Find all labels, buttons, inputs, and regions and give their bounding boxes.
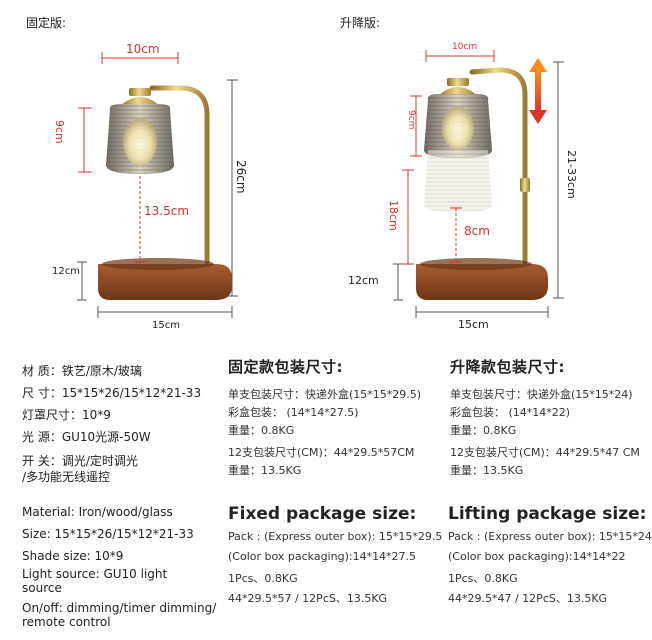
lift-pack-en-title: Lifting package size: <box>448 504 647 524</box>
spec-en-light-1: Light source: GU10 light <box>22 567 168 581</box>
lift-pack-cn-line: 单支包装尺寸：快递外盒(15*15*24) <box>450 388 633 401</box>
lift-pack-en: Lifting package size: Pack : (Express ou… <box>448 504 652 606</box>
lift-pack-en-line: 1Pcs、0.8KG <box>448 572 518 585</box>
fixed-pack-en-line: 44*29.5*57 / 12PcS、13.5KG <box>228 592 388 605</box>
spec-en: Material: Iron/wood/glass Size: 15*15*26… <box>22 505 216 629</box>
lift-dim-lift: 18cm <box>387 200 400 231</box>
fixed-pack-cn-line: 重量：13.5KG <box>228 464 302 477</box>
fixed-dim-inner: 13.5cm <box>144 204 190 218</box>
lift-pack-cn-title: 升降款包装尺寸: <box>450 358 565 376</box>
fixed-pack-en: Fixed package size: Pack : (Express oute… <box>228 504 442 606</box>
lift-pack-cn-line: 彩盒包装： (14*14*22) <box>450 406 571 419</box>
lift-dim-base-width: 15cm <box>458 318 489 331</box>
fixed-version-label: 固定版: <box>26 16 67 30</box>
fixed-dim-width: 10cm <box>126 42 160 56</box>
lift-dim-width: 10cm <box>452 42 478 52</box>
spec-en-onoff-1: On/off: dimming/timer dimming/ <box>22 601 217 615</box>
fixed-lamp-illustration <box>77 52 238 318</box>
lift-pack-cn: 升降款包装尺寸: 单支包装尺寸：快递外盒(15*15*24) 彩盒包装： (14… <box>450 356 640 478</box>
lift-pack-en-line: Pack : (Express outer box): 15*15*24 <box>448 530 652 543</box>
spec-cn: 材 质：铁艺/原木/玻璃 尺 寸：15*15*26/15*12*21-33 灯罩… <box>22 362 201 485</box>
fixed-pack-cn-line: 重量：0.8KG <box>228 424 295 437</box>
lift-arrow-icon <box>529 58 547 124</box>
spec-cn-shade: 灯罩尺寸：10*9 <box>22 408 111 422</box>
lift-dim-inner: 8cm <box>464 224 490 238</box>
spec-cn-switch-2: /多功能无线遥控 <box>22 470 111 484</box>
fixed-dim-shade-height: 9cm <box>53 120 66 144</box>
fixed-pack-en-line: Pack : (Express outer box): 15*15*29.5 <box>228 530 443 543</box>
spec-cn-switch-1: 开 关：调光/定时调光 <box>22 454 138 468</box>
spec-en-size: Size: 15*15*26/15*12*21-33 <box>22 527 194 541</box>
fixed-pack-en-title: Fixed package size: <box>228 504 417 524</box>
spec-en-material: Material: Iron/wood/glass <box>22 505 173 519</box>
fixed-pack-cn-line: 12支包装尺寸(CM)：44*29.5*57CM <box>228 446 415 459</box>
lift-pack-cn-line: 12支包装尺寸(CM)：44*29.5*47 CM <box>450 446 640 459</box>
spec-cn-size: 尺 寸：15*15*26/15*12*21-33 <box>22 386 202 400</box>
lift-dim-shade-height: 9cm <box>406 110 416 130</box>
lift-dim-base-height: 12cm <box>348 274 379 287</box>
fixed-dim-base-width: 15cm <box>152 320 180 331</box>
fixed-pack-cn-line: 彩盒包装： (14*14*27.5) <box>228 406 359 419</box>
spec-en-light-2: source <box>22 581 62 595</box>
spec-cn-material: 材 质：铁艺/原木/玻璃 <box>22 364 142 378</box>
spec-cn-light: 光 源：GU10光源-50W <box>22 430 151 444</box>
lift-pack-cn-line: 重量：0.8KG <box>450 424 517 437</box>
lift-version-label: 升降版: <box>340 16 381 30</box>
lift-pack-en-line: (Color box packaging):14*14*22 <box>448 550 626 563</box>
lift-lamp-illustration <box>393 50 564 318</box>
spec-en-onoff-2: remote control <box>22 615 111 629</box>
lift-dim-total-height: 21-33cm <box>565 150 578 199</box>
fixed-dim-base-height: 12cm <box>52 266 80 277</box>
fixed-pack-cn-title: 固定款包装尺寸: <box>228 358 343 376</box>
lift-pack-en-line: 44*29.5*47 / 12PcS、13.5KG <box>448 592 608 605</box>
lift-pack-cn-line: 重量：13.5KG <box>450 464 524 477</box>
fixed-pack-cn: 固定款包装尺寸: 单支包装尺寸：快递外盒(15*15*29.5) 彩盒包装： (… <box>228 356 421 478</box>
spec-en-shade: Shade size: 10*9 <box>22 549 124 563</box>
fixed-dim-total-height: 26cm <box>234 160 248 194</box>
fixed-pack-cn-line: 单支包装尺寸：快递外盒(15*15*29.5) <box>228 388 422 401</box>
fixed-pack-en-line: (Color box packaging):14*14*27.5 <box>228 550 417 563</box>
fixed-pack-en-line: 1Pcs、0.8KG <box>228 572 298 585</box>
